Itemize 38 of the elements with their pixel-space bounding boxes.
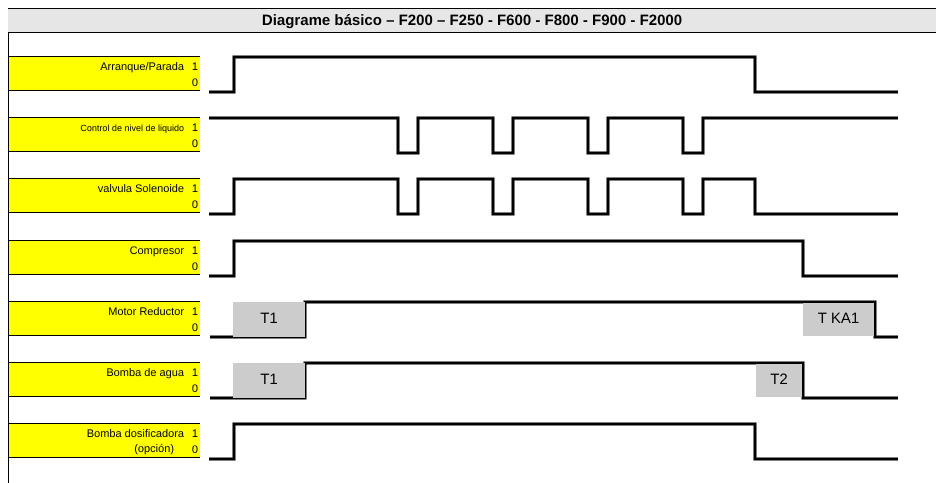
timer-label: T KA1 [818,309,860,330]
level-high-label: 1 [192,60,198,75]
signal-label-box [9,240,200,275]
signal-name: Motor Reductor [108,305,184,320]
signal-label-box [9,362,200,397]
signal-label-box [9,117,200,152]
timer-label: T2 [770,370,788,390]
level-high-label: 1 [192,305,198,320]
level-high-label: 1 [192,121,198,136]
level-low-label: 0 [192,321,198,336]
signal-label-box [9,56,200,91]
timer-label: T1 [260,370,278,390]
signal-label-box [9,423,200,458]
timer-box [233,302,305,337]
level-high-label: 1 [192,366,198,381]
level-high-label: 1 [192,182,198,197]
level-low-label: 0 [192,382,198,397]
signal-label-box [9,301,200,336]
level-low-label: 0 [192,443,198,458]
signal-name: valvula Solenoide [98,182,184,197]
diagram-title: Diagrame básico – F200 – F250 - F600 - F800 - F900 - F2000 [262,13,682,28]
level-low-label: 0 [192,137,198,152]
timer-box [756,364,802,397]
level-low-label: 0 [192,260,198,275]
level-low-label: 0 [192,76,198,91]
timer-box [233,363,305,398]
signal-name: Compresor [130,244,184,259]
signal-name: Control de nivel de liquido [80,122,184,135]
timer-box [803,303,874,336]
timer-label: T1 [260,309,278,330]
signal-name: Arranque/Parada [100,60,184,75]
signal-label-box [9,178,200,213]
signal-name: Bomba dosificadora [86,427,184,442]
level-high-label: 1 [192,427,198,442]
signal-name: (opción) [134,442,175,456]
level-low-label: 0 [192,198,198,213]
signal-name: Bomba de agua [106,366,184,381]
level-high-label: 1 [192,244,198,259]
